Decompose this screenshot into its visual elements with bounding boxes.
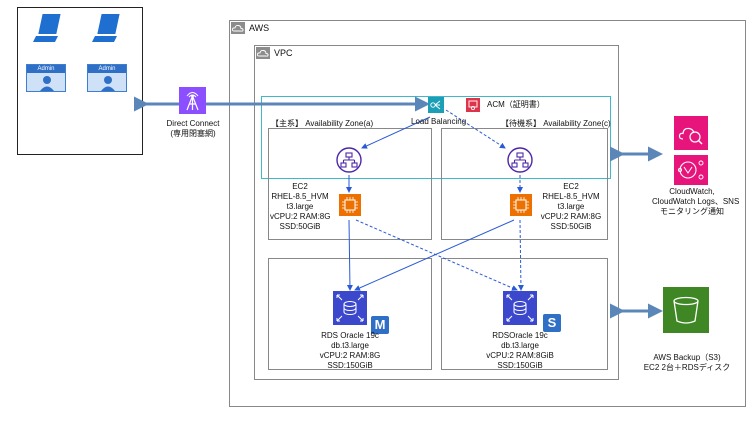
direct-connect-label: Direct Connect (専用閉塞網) xyxy=(157,119,229,139)
vpc-box xyxy=(254,45,619,380)
elb-primary-icon xyxy=(336,147,362,173)
vpc-icon xyxy=(256,47,270,59)
load-balancing-icon xyxy=(428,97,444,113)
az-standby-label: 【待機系】 Availability Zone(c) xyxy=(501,119,611,128)
ec2-primary-line: vCPU:2 RAM:8G xyxy=(270,212,331,221)
rds-standby-line: db.t3.large xyxy=(501,341,539,350)
cloudwatch-line: CloudWatch, xyxy=(669,187,715,196)
ec2-primary-line: t3.large xyxy=(286,202,314,211)
acm-label: ACM（証明書） xyxy=(487,100,545,109)
ec2-standby-icon xyxy=(510,194,532,216)
direct-connect-line2: (専用閉塞網) xyxy=(170,129,216,138)
ec2-standby-line: RHEL-8.5_HVM xyxy=(542,192,600,201)
load-balancer-box xyxy=(261,96,611,179)
cloudwatch-line: CloudWatch Logs、SNS xyxy=(652,197,740,206)
rds-primary-line: RDS Oracle 19c xyxy=(321,331,379,340)
ec2-standby-label: EC2 RHEL-8.5_HVM t3.large vCPU:2 RAM:8G … xyxy=(537,182,605,232)
direct-connect-line1: Direct Connect xyxy=(166,119,220,128)
backup-line: AWS Backup（S3) xyxy=(653,353,721,362)
ec2-primary-label: EC2 RHEL-8.5_HVM t3.large vCPU:2 RAM:8G … xyxy=(270,182,330,232)
admin-tile: Admin xyxy=(87,64,127,92)
cloud-icon xyxy=(231,22,245,34)
rds-primary-line: SSD:150GiB xyxy=(327,361,373,370)
rds-standby-line: vCPU:2 RAM:8GiB xyxy=(486,351,554,360)
backup-line: EC2 2台＋RDSディスク xyxy=(643,363,731,372)
az-primary-box xyxy=(268,128,432,240)
aws-cloud-box xyxy=(229,20,746,407)
ec2-standby-line: EC2 xyxy=(563,182,579,191)
ec2-primary-line: SSD:50GiB xyxy=(279,222,321,231)
s3-bucket-icon xyxy=(663,287,709,333)
ec2-primary-line: EC2 xyxy=(292,182,308,191)
ec2-standby-line: SSD:50GiB xyxy=(550,222,592,231)
vpc-label: VPC xyxy=(274,48,293,58)
rds-standby-box xyxy=(441,258,608,370)
cloudwatch-label: CloudWatch, CloudWatch Logs、SNS モニタリング通知 xyxy=(652,187,740,217)
elb-standby-icon xyxy=(507,147,533,173)
ec2-primary-icon xyxy=(339,194,361,216)
rds-primary-line: vCPU:2 RAM:8G xyxy=(319,351,381,360)
user-icon xyxy=(101,76,115,91)
master-badge-text: M xyxy=(374,317,386,332)
rds-standby-label: RDSOracle 19c db.t3.large vCPU:2 RAM:8Gi… xyxy=(470,331,570,371)
aws-label: AWS xyxy=(249,23,270,33)
admin-label: Admin xyxy=(98,66,116,72)
backup-label: AWS Backup（S3) EC2 2台＋RDSディスク xyxy=(642,353,732,373)
onprem-box xyxy=(17,7,143,155)
laptop-icon xyxy=(33,14,61,42)
standby-badge-text: S xyxy=(547,315,557,330)
load-balancing-label: Load Balancing xyxy=(411,117,467,126)
direct-connect-icon xyxy=(179,87,206,114)
rds-primary-icon xyxy=(333,291,367,325)
cloudwatch-icon xyxy=(674,116,708,150)
laptop-icon xyxy=(92,14,120,42)
admin-tile: Admin xyxy=(26,64,66,92)
acm-icon xyxy=(466,98,480,112)
rds-primary-line: db.t3.large xyxy=(331,341,369,350)
ec2-primary-line: RHEL-8.5_HVM xyxy=(271,192,329,201)
standby-badge: S xyxy=(543,314,561,332)
admin-label: Admin xyxy=(37,66,55,72)
rds-standby-icon xyxy=(503,291,537,325)
sns-icon xyxy=(674,155,708,185)
cloudwatch-line: モニタリング通知 xyxy=(660,207,724,216)
ec2-standby-line: vCPU:2 RAM:8G xyxy=(540,212,602,221)
az-primary-label: 【主系】 Availability Zone(a) xyxy=(271,119,374,128)
rds-primary-label: RDS Oracle 19c db.t3.large vCPU:2 RAM:8G… xyxy=(300,331,400,371)
master-badge: M xyxy=(371,316,389,334)
az-standby-box xyxy=(441,128,608,240)
rds-standby-line: SSD:150GiB xyxy=(497,361,543,370)
ec2-standby-line: t3.large xyxy=(557,202,585,211)
user-icon xyxy=(40,76,54,91)
rds-standby-line: RDSOracle 19c xyxy=(492,331,548,340)
